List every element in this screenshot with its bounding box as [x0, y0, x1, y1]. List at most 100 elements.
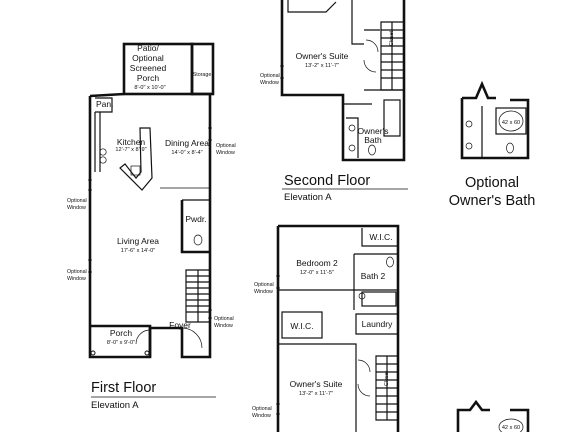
window-marks: [280, 65, 284, 79]
bedroom2-dims: 12'-0" x 11'-5": [300, 270, 334, 276]
window-note: Optional: [216, 143, 236, 149]
window-note: Window: [214, 323, 233, 329]
first-floor-plan: [88, 42, 215, 359]
porch-door-swing: [135, 329, 151, 345]
sink-icon: [348, 144, 356, 152]
window-note: Window: [252, 413, 271, 419]
hall-door-swing: [363, 39, 379, 73]
sink-icon: [465, 142, 473, 150]
owners-suite-upper-walls: [287, 0, 337, 13]
second-floor-alt-stairs: [375, 355, 399, 421]
bathtub-icon: [361, 291, 397, 307]
patio-label: Optional: [132, 53, 164, 63]
foyer-label: Foyer: [169, 320, 191, 330]
window-note: Window: [260, 80, 279, 86]
hall-door-swing: [357, 359, 371, 397]
sink-icon: [348, 124, 356, 132]
toilet-icon: [386, 256, 394, 268]
kitchen-counter: [94, 112, 153, 191]
kitchen-label: Kitchen: [117, 137, 146, 147]
window-note: Optional: [214, 316, 234, 322]
laundry-walls: [355, 313, 399, 335]
porch-post-icon: [90, 350, 96, 356]
optional-bath-plan: [460, 80, 530, 160]
window-marks: [276, 275, 280, 415]
window-note: Window: [67, 205, 86, 211]
laundry-label: Laundry: [362, 319, 393, 329]
garden-tub-label: 42 x 60: [502, 120, 520, 126]
bathtub-icon: [383, 99, 401, 137]
garden-tub-label: 42 x 60: [502, 425, 520, 431]
garden-tub-icon: [498, 110, 524, 132]
second-floor-plan: [280, 0, 408, 190]
wic-walls: [281, 311, 323, 339]
patio-dims: 8'-0" x 10'-0": [134, 85, 165, 91]
pantry-label: Pan.: [96, 99, 114, 109]
pantry-walls: [95, 97, 113, 113]
optional-bath-alt-plan: [456, 399, 530, 432]
toilet-icon: [368, 144, 376, 156]
first-floor-subtitle: Elevation A: [91, 400, 139, 411]
kitchen-dims: 12'-7" x 8'-9": [115, 147, 146, 153]
storage-label: Storage: [193, 72, 212, 78]
closet-walls: [351, 0, 364, 45]
sink-icon: [465, 120, 473, 128]
porch-dims: 8'-0" x 9'-0": [107, 340, 135, 346]
window-note: Optional: [254, 282, 274, 288]
window-marks: [88, 127, 212, 319]
toilet-icon: [506, 142, 514, 154]
owners-suite-dims: 13'-2" x 11'-7": [305, 63, 339, 69]
kitchen-sink-icon: [99, 148, 107, 156]
living-dims: 17'-6" x 14'-0": [121, 248, 155, 254]
second-floor-title: Second Floor: [284, 173, 370, 189]
owners-bath-label: Bath: [364, 135, 382, 145]
optional-bath-walls: [460, 80, 530, 160]
owners-suite-label: Owner's Suite: [290, 379, 343, 389]
second-floor-subtitle: Elevation A: [284, 192, 332, 203]
window-note: Optional: [260, 73, 280, 79]
living-label: Living Area: [117, 236, 159, 246]
patio-label: Patio/: [137, 43, 159, 53]
porch-post-icon: [144, 350, 150, 356]
toilet-icon: [193, 234, 203, 246]
owners-suite-dims: 13'-2" x 11'-7": [299, 391, 333, 397]
kitchen-sink-icon: [99, 156, 107, 164]
second-floor-exterior-walls: [280, 0, 406, 162]
storage-walls: [190, 42, 215, 96]
powder-label: Pwdr.: [185, 214, 206, 224]
window-note: Window: [67, 276, 86, 282]
dining-dims: 14'-0" x 8'-4": [171, 150, 202, 156]
optional-bath-title: Optional: [465, 175, 519, 191]
window-note: Optional: [67, 269, 87, 275]
owners-suite-walls: [278, 343, 357, 432]
bath2-label: Bath 2: [361, 271, 386, 281]
bath2-walls: [353, 253, 398, 291]
dining-label: Dining Area: [165, 138, 209, 148]
optional-bath-title: Owner's Bath: [449, 193, 536, 209]
garden-tub-outline: [495, 107, 527, 135]
garden-tub-icon: [498, 418, 524, 432]
bedroom2-walls: [278, 289, 355, 310]
bedroom2-label: Bedroom 2: [296, 258, 338, 268]
window-note: Window: [254, 289, 273, 295]
wic-label: W.I.C.: [290, 321, 313, 331]
closet-label: Closet: [389, 30, 395, 46]
porch-label: Porch: [110, 328, 132, 338]
wic-label: W.I.C.: [369, 232, 392, 242]
window-note: Optional: [67, 198, 87, 204]
powder-room-walls: [180, 200, 210, 254]
first-floor-title: First Floor: [91, 380, 156, 396]
range-icon: [130, 165, 141, 176]
hall-walls: [342, 29, 404, 105]
first-floor-stairs: [185, 269, 211, 323]
porch-walls: [90, 324, 152, 357]
wic-walls: [361, 228, 398, 247]
patio-label: Porch: [137, 73, 159, 83]
window-note: Optional: [252, 406, 272, 412]
owners-bath-label: Owner's: [358, 126, 389, 136]
optional-bath-alt-walls: [456, 399, 530, 432]
bath-vanity: [346, 117, 359, 158]
second-floor-alt-plan: [276, 224, 400, 432]
closet-label: Closet: [384, 370, 390, 386]
